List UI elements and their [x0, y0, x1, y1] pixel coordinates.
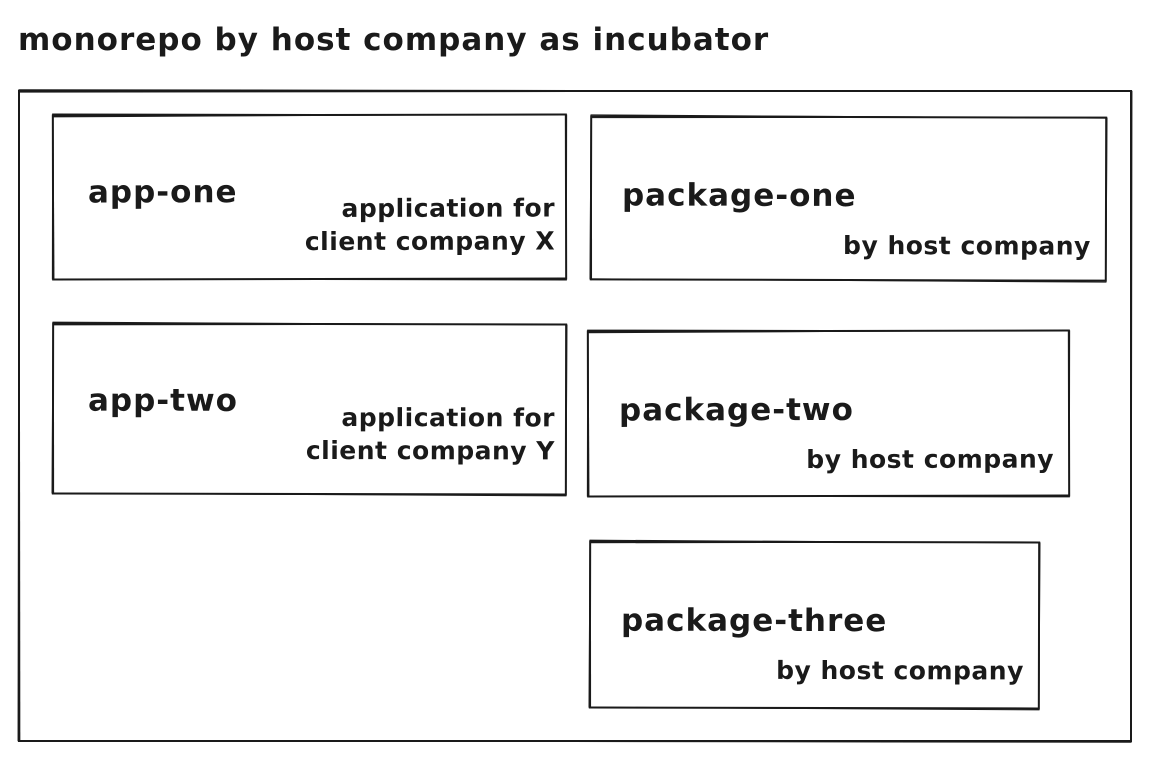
- box-package-three-description: by host company: [776, 655, 1024, 686]
- box-package-two: package-two by host company: [586, 329, 1071, 498]
- box-package-one-description: by host company: [843, 230, 1091, 261]
- box-app-one-label: app-one: [87, 174, 238, 211]
- box-package-one-label: package-one: [621, 177, 857, 215]
- box-app-one: app-one application for client company X: [51, 113, 568, 281]
- box-app-two: app-two application for client company Y: [51, 322, 568, 496]
- box-package-two-description: by host company: [806, 444, 1055, 475]
- box-app-two-description: application for client company Y: [305, 403, 556, 465]
- diagram-title: monorepo by host company as incubator: [18, 22, 770, 58]
- box-app-two-label: app-two: [87, 382, 238, 419]
- box-package-two-label: package-two: [618, 391, 854, 429]
- box-package-three: package-three by host company: [588, 540, 1041, 710]
- box-package-three-label: package-three: [620, 602, 888, 640]
- monorepo-container-box: app-one application for client company X…: [18, 90, 1132, 742]
- box-app-one-description: application for client company X: [304, 193, 556, 256]
- box-package-one: package-one by host company: [589, 115, 1108, 282]
